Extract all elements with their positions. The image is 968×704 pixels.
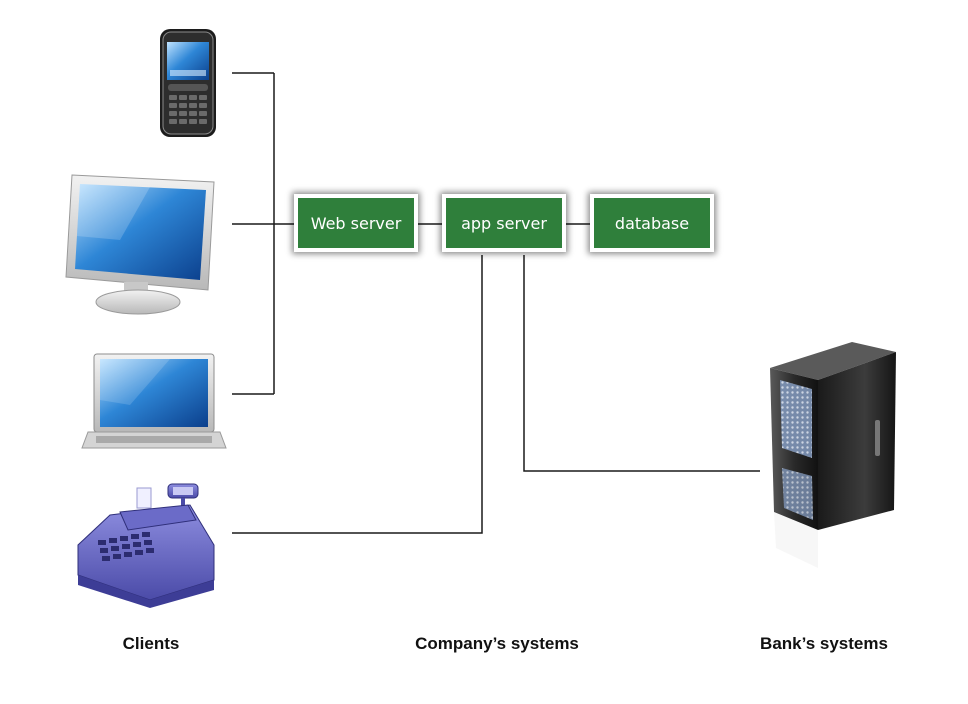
smartphone-icon xyxy=(160,29,216,137)
desktop-monitor-icon xyxy=(65,174,215,315)
bank-systems-label: Bank’s systems xyxy=(760,634,888,653)
line-register-app xyxy=(232,255,483,534)
database-node: database xyxy=(590,194,714,252)
web-server-label: Web server xyxy=(298,198,414,248)
web-server-node: Web server xyxy=(294,194,418,252)
line-bank-app xyxy=(523,255,760,472)
app-server-label: app server xyxy=(446,198,562,248)
connectors xyxy=(232,72,760,534)
cash-register-icon xyxy=(77,483,215,608)
company-systems-label: Company’s systems xyxy=(415,634,579,653)
laptop-icon xyxy=(81,353,227,449)
database-label: database xyxy=(594,198,710,248)
app-server-node: app server xyxy=(442,194,566,252)
bank-server-tower-icon xyxy=(770,342,896,568)
clients-label: Clients xyxy=(122,634,180,653)
